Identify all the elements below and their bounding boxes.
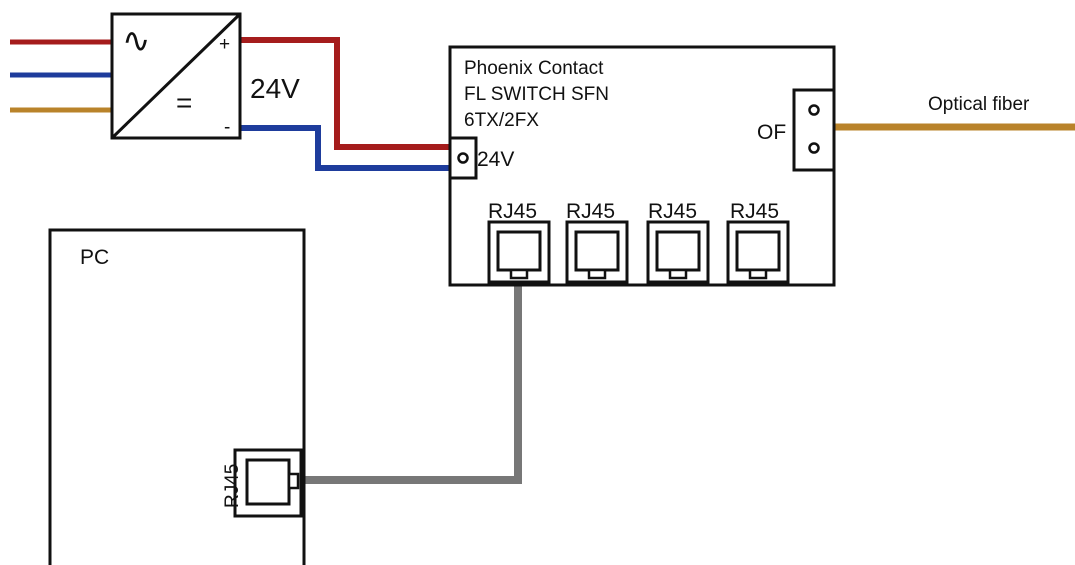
ac-symbol: ∿ [122, 22, 151, 60]
rj45-port-tab [668, 268, 688, 280]
optical-fiber-label: Optical fiber [928, 94, 1030, 115]
power-supply-diagonal [110, 12, 242, 140]
rj45-port-3: RJ45 [646, 200, 710, 284]
rj45-port-1: RJ45 [487, 200, 551, 284]
rj45-port-label: RJ45 [648, 200, 697, 223]
pc-rj45-inner [245, 458, 291, 506]
supply-voltage-label: 24V [250, 73, 300, 104]
optical-port-terminal [792, 88, 836, 172]
optical-port-screw-2 [808, 142, 820, 154]
pc-port-label: RJ45 [222, 464, 243, 508]
switch-power-terminal [448, 136, 478, 180]
rj45-port-tab [587, 268, 607, 280]
rj45-port-inner [574, 230, 620, 272]
rj45-port-inner [496, 230, 542, 272]
rj45-port-label: RJ45 [566, 200, 615, 223]
rj45-port-label: RJ45 [488, 200, 537, 223]
rj45-port-tab [509, 268, 529, 280]
switch-model: FL SWITCH SFN [464, 84, 609, 105]
rj45-port-inner [735, 230, 781, 272]
switch-power-label: 24V [477, 148, 514, 171]
switch-variant: 6TX/2FX [464, 110, 539, 131]
rj45-port-inner [655, 230, 701, 272]
dc-wire-negative [240, 125, 450, 171]
pc-label: PC [80, 246, 109, 269]
rj45-port-2: RJ45 [565, 200, 629, 284]
rj45-port-4: RJ45 [726, 200, 790, 284]
optical-port-screw-1 [808, 104, 820, 116]
pc-rj45-port [233, 448, 303, 518]
positive-terminal-label: + [219, 34, 230, 55]
dc-symbol: = [176, 87, 192, 118]
negative-terminal-label: - [224, 117, 230, 138]
optical-port-label: OF [757, 121, 786, 144]
pc-rj45-tab [287, 472, 300, 490]
ethernet-cable [300, 275, 522, 484]
rj45-port-tab [748, 268, 768, 280]
power-supply: ∿ = + - [110, 12, 242, 140]
power-terminal-screw [457, 152, 469, 164]
pc: PC RJ45 [48, 228, 306, 565]
switch-manufacturer: Phoenix Contact [464, 58, 604, 79]
rj45-port-label: RJ45 [730, 200, 779, 223]
dc-wire-positive [240, 37, 450, 150]
ethernet-switch: Phoenix Contact FL SWITCH SFN 6TX/2FX 24… [448, 45, 836, 287]
